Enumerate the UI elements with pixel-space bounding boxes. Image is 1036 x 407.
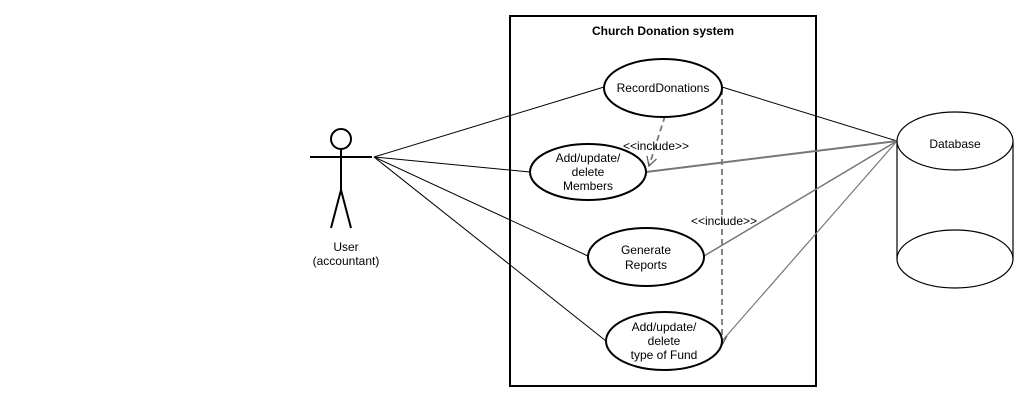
assoc-actor-record — [373, 86, 605, 158]
actor-associations — [373, 86, 607, 342]
use-case-record-donations: RecordDonations — [603, 58, 723, 118]
assoc-record-db — [721, 86, 898, 142]
use-case-reports-line1: Generate — [621, 243, 671, 257]
system-title: Church Donation system — [592, 24, 734, 38]
use-case-fund-line1: Add/update/ — [632, 320, 697, 334]
actor-user — [310, 128, 372, 229]
use-case-reports-ellipse — [587, 227, 705, 287]
use-case-record-label: RecordDonations — [617, 81, 710, 95]
actor-label-role: (accountant) — [313, 254, 380, 268]
use-case-members-line2: delete — [572, 165, 605, 179]
database-body — [896, 141, 1014, 289]
assoc-actor-fund — [373, 156, 607, 342]
use-case-fund-line3: type of Fund — [631, 348, 698, 362]
use-case-members-line3: Members — [563, 179, 613, 193]
include-label-2: <<include>> — [691, 214, 757, 228]
actor-label-name: User — [333, 240, 358, 254]
use-case-members-ellipse — [529, 143, 647, 201]
assoc-actor-members — [373, 156, 531, 173]
database-associations — [645, 86, 898, 342]
database-inner-band — [896, 229, 1014, 260]
use-case-fund-ellipse — [605, 311, 723, 371]
database-top — [896, 111, 1014, 171]
database-cylinder — [896, 111, 1014, 289]
include-label-1: <<include>> — [623, 139, 689, 153]
actor-head — [330, 128, 352, 150]
database-label: Database — [929, 137, 981, 151]
use-case-record-ellipse — [603, 58, 723, 118]
use-case-reports-line2: Reports — [625, 258, 667, 272]
use-case-members-line1: Add/update/ — [556, 151, 621, 165]
assoc-reports-db — [703, 140, 898, 257]
use-case-members: Add/update/ delete Members — [529, 143, 647, 201]
use-case-fund: Add/update/ delete type of Fund — [605, 311, 723, 371]
use-case-reports: Generate Reports — [587, 227, 705, 287]
use-case-fund-line2: delete — [648, 334, 681, 348]
assoc-members-db — [645, 140, 898, 173]
actor-right-leg — [340, 189, 352, 229]
system-boundary — [509, 15, 817, 387]
assoc-fund-db — [721, 140, 898, 342]
include-record-members — [646, 115, 666, 168]
assoc-actor-reports — [373, 156, 589, 257]
actor-left-leg — [330, 189, 342, 229]
include-dependencies — [646, 89, 728, 347]
